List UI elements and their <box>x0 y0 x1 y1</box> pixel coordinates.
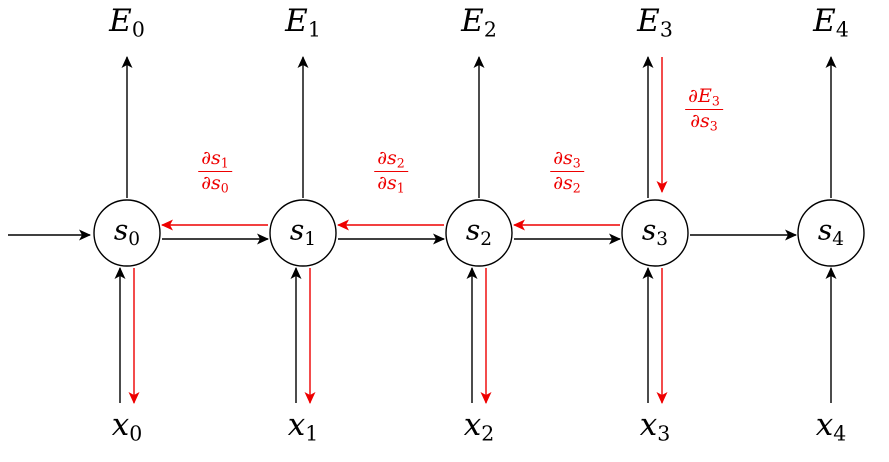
label-sub: 2 <box>481 421 495 446</box>
gradient-frac-ds1-ds0: ∂s1 ∂s0 <box>198 147 232 195</box>
label-base: E <box>813 3 836 39</box>
state-circle-s0 <box>93 199 161 267</box>
label-sub: 3 <box>656 228 669 250</box>
label-base: E <box>637 3 660 39</box>
label-sub: 2 <box>480 228 493 250</box>
label-base: x <box>639 407 658 443</box>
label-base: ∂s <box>377 147 397 169</box>
label-base: E <box>285 3 308 39</box>
label-sub: 3 <box>659 17 673 42</box>
fraction-numerator: ∂s3 <box>550 147 584 173</box>
state-label-s0: s0 <box>114 214 140 250</box>
state-circle-s2 <box>445 199 513 267</box>
gradient-frac-ds2-ds1: ∂s2 ∂s1 <box>374 147 408 195</box>
label-base: ∂s <box>690 110 710 133</box>
label-sub: 2 <box>396 155 405 171</box>
label-sub: 1 <box>220 155 229 171</box>
input-label-x3: x3 <box>640 407 671 444</box>
fraction-denominator: ∂s1 <box>374 172 408 195</box>
label-base: ∂E <box>688 85 712 107</box>
label-base: E <box>461 3 484 39</box>
label-sub: 0 <box>131 17 145 42</box>
label-base: s <box>113 213 129 247</box>
label-sub: 0 <box>128 228 141 250</box>
error-label-E3: E3 <box>637 3 673 40</box>
label-base: x <box>287 407 306 443</box>
label-sub: 3 <box>709 118 718 134</box>
state-circle-s3 <box>621 199 689 267</box>
input-label-x4: x4 <box>816 407 847 444</box>
label-sub: 1 <box>304 228 317 250</box>
state-circle-s4 <box>797 199 865 267</box>
error-label-E2: E2 <box>461 3 497 40</box>
label-sub: 2 <box>572 180 581 196</box>
label-base: ∂s <box>553 172 573 195</box>
label-base: s <box>641 213 657 247</box>
label-base: E <box>109 3 132 39</box>
label-sub: 0 <box>129 421 143 446</box>
input-label-x0: x0 <box>112 407 143 444</box>
label-sub: 3 <box>657 421 671 446</box>
label-base: ∂s <box>201 147 221 169</box>
input-label-x1: x1 <box>288 407 319 444</box>
label-base: x <box>111 407 130 443</box>
label-base: ∂s <box>201 172 221 195</box>
label-sub: 1 <box>305 421 319 446</box>
gradient-frac-dE3-ds3: ∂E3 ∂s3 <box>685 85 723 133</box>
error-label-E4: E4 <box>813 3 849 40</box>
fraction-denominator: ∂s0 <box>198 172 232 195</box>
label-sub: 3 <box>711 93 720 109</box>
state-label-s1: s1 <box>290 214 316 250</box>
label-base: ∂s <box>553 147 573 169</box>
error-label-E1: E1 <box>285 3 321 40</box>
label-sub: 1 <box>307 17 321 42</box>
state-label-s4: s4 <box>818 214 844 250</box>
label-sub: 0 <box>220 180 229 196</box>
fraction-denominator: ∂s2 <box>550 172 584 195</box>
label-sub: 3 <box>572 155 581 171</box>
label-sub: 1 <box>396 180 405 196</box>
label-base: ∂s <box>377 172 397 195</box>
fraction-numerator: ∂s1 <box>198 147 232 173</box>
fraction-numerator: ∂s2 <box>374 147 408 173</box>
label-base: s <box>289 213 305 247</box>
label-sub: 4 <box>833 421 847 446</box>
label-base: x <box>815 407 834 443</box>
state-circle-s1 <box>269 199 337 267</box>
label-sub: 4 <box>835 17 849 42</box>
state-label-s2: s2 <box>466 214 492 250</box>
error-label-E0: E0 <box>109 3 145 40</box>
label-sub: 2 <box>483 17 497 42</box>
label-base: s <box>817 213 833 247</box>
fraction-numerator: ∂E3 <box>685 85 723 111</box>
gradient-frac-ds3-ds2: ∂s3 ∂s2 <box>550 147 584 195</box>
input-label-x2: x2 <box>464 407 495 444</box>
state-label-s3: s3 <box>642 214 668 250</box>
label-base: x <box>463 407 482 443</box>
label-sub: 4 <box>832 228 845 250</box>
fraction-denominator: ∂s3 <box>687 110 721 133</box>
label-base: s <box>465 213 481 247</box>
